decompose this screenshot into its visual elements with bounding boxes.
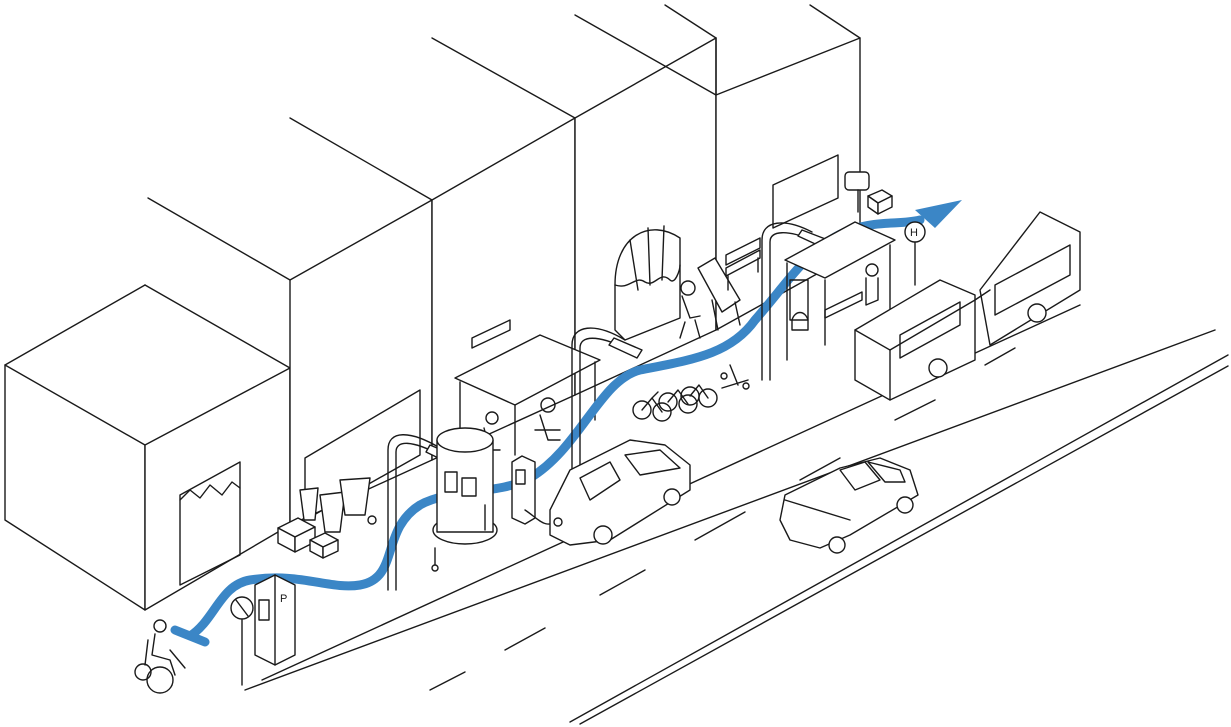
scooter-icon bbox=[721, 365, 749, 389]
bus-stop-sign-icon: H bbox=[905, 222, 925, 285]
parking-sign-letter: P bbox=[280, 593, 287, 605]
building-4 bbox=[575, 38, 716, 395]
electric-car-icon bbox=[550, 440, 690, 545]
building-1 bbox=[5, 365, 145, 610]
bicycle-rack-icon bbox=[633, 385, 717, 421]
building-2 bbox=[290, 200, 432, 525]
bus-stop-letter: H bbox=[910, 227, 918, 239]
waiting-person-icon bbox=[866, 264, 878, 276]
no-entry-sign-icon bbox=[231, 597, 253, 685]
advertising-column-icon bbox=[432, 428, 497, 571]
parking-meter-icon: P bbox=[255, 575, 295, 665]
